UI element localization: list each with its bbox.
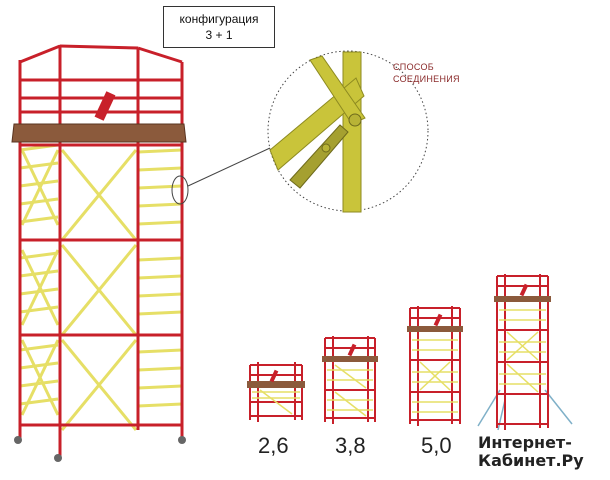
scaffold-5-0 — [407, 306, 463, 426]
height-label-2-6: 2,6 — [258, 433, 289, 458]
watermark-line2: Кабинет.Ру — [478, 451, 584, 470]
height-label-3-8: 3,8 — [335, 433, 366, 458]
detail-callout — [171, 50, 429, 213]
scaffold-2-6 — [247, 362, 305, 422]
scaffold-tallest — [477, 274, 573, 431]
height-label-5-0: 5,0 — [421, 433, 452, 458]
configuration-value: 3 + 1 — [205, 28, 233, 42]
watermark-line1: Интернет- — [478, 433, 572, 452]
connection-method-line2: СОЕДИНЕНИЯ — [393, 74, 460, 84]
configuration-label: конфигурация — [179, 12, 259, 26]
scaffold-3-8 — [322, 336, 378, 424]
watermark: Интернет- Кабинет.Ру — [478, 434, 584, 470]
main-scaffold — [11, 44, 187, 462]
connection-method-line1: СПОСОБ — [393, 62, 434, 72]
configuration-label-box: конфигурация 3 + 1 — [163, 6, 275, 48]
connection-method-label: СПОСОБ СОЕДИНЕНИЯ — [393, 61, 460, 85]
